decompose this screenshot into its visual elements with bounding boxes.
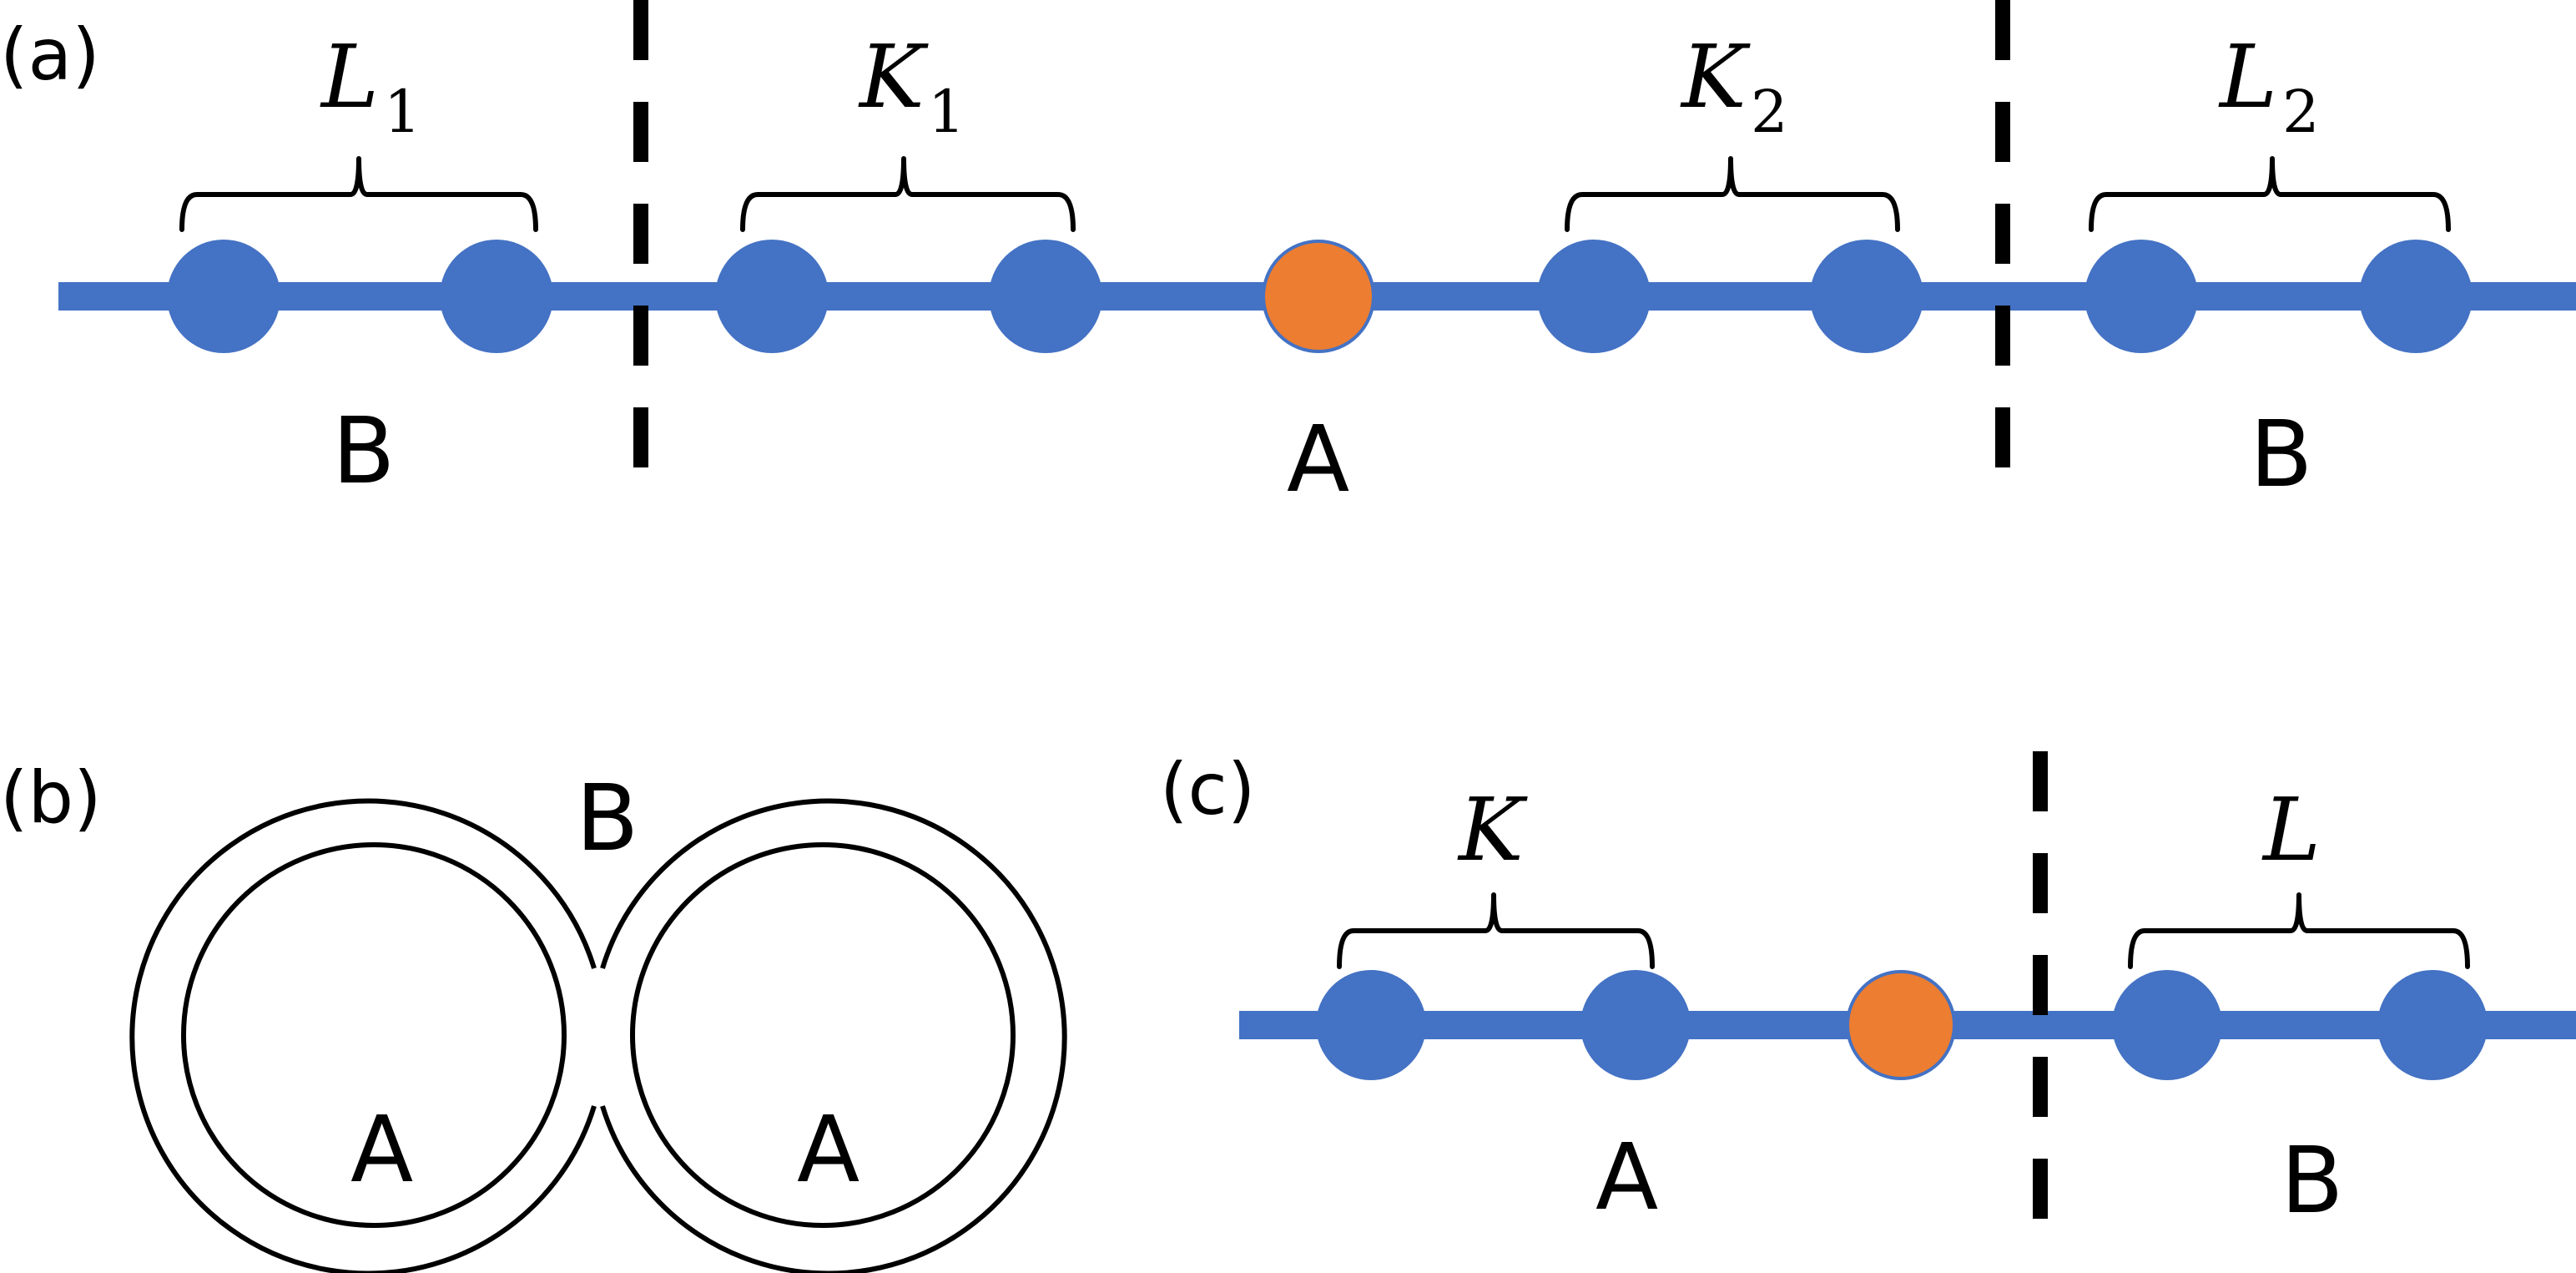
panel-a-site-2 [440, 240, 553, 353]
panel-c-brace-l [2128, 892, 2470, 969]
panel-a: (a) L 1 K 1 K 2 L 2 B A B [0, 0, 2576, 513]
panel-c-brace-k-symbol: K [1457, 779, 1528, 881]
panel-a-brace-l2 [2089, 156, 2451, 232]
panel-c-site-1 [1316, 970, 1426, 1080]
panel-b: (b) B A A [0, 756, 1067, 1273]
panel-a-site-7 [2084, 240, 2198, 353]
panel-a-brace-l1-symbol: L [320, 26, 379, 128]
panel-b-label: (b) [0, 756, 102, 840]
panel-a-brace-k1-symbol: K [858, 26, 929, 128]
panel-a-brace-l2-subscript: 2 [2282, 78, 2320, 146]
panel-c-region-right: B [2281, 1127, 2343, 1234]
panel-c-site-2 [1580, 970, 1691, 1080]
panel-c-brace-l-symbol: L [2261, 779, 2321, 881]
panel-c-site-4 [2377, 970, 2488, 1080]
panel-a-impurity-site [1262, 240, 1375, 353]
panel-c-impurity-site [1846, 970, 1956, 1080]
panel-a-region-right: B [2250, 401, 2312, 508]
panel-c-region-left: A [1596, 1124, 1658, 1230]
panel-c-label: (c) [1160, 748, 1255, 831]
panel-b-inner-right-circle [630, 842, 1016, 1228]
panel-a-brace-l1-subscript: 1 [384, 78, 421, 146]
panel-a-site-8 [2359, 240, 2473, 353]
panel-a-region-left: B [332, 397, 395, 504]
panel-a-brace-l1 [179, 156, 538, 232]
panel-a-brace-k2 [1565, 156, 1900, 232]
panel-a-region-center: A [1287, 406, 1349, 513]
panel-a-brace-k2-symbol: K [1680, 26, 1751, 128]
panel-a-site-5 [1537, 240, 1651, 353]
panel-a-brace-k1-subscript: 1 [928, 78, 965, 146]
panel-b-outer-left-loop [129, 798, 597, 1273]
panel-b-inner-left-circle [181, 842, 567, 1228]
panel-b-region-outer: B [576, 765, 638, 871]
panel-a-brace-l2-symbol: L [2218, 26, 2277, 128]
panel-b-outer-right-loop [600, 798, 1067, 1273]
panel-a-site-6 [1810, 240, 1923, 353]
panel-a-site-4 [989, 240, 1102, 353]
panel-b-region-left: A [350, 1096, 413, 1203]
panel-c-brace-k [1337, 892, 1655, 969]
panel-a-site-1 [167, 240, 280, 353]
panel-c: (c) K L A B [1160, 748, 2576, 1244]
panel-b-region-right: A [797, 1096, 860, 1203]
panel-a-brace-k2-subscript: 2 [1751, 78, 1788, 146]
panel-c-site-3 [2112, 970, 2222, 1080]
panel-a-brace-k1 [740, 156, 1076, 232]
panel-a-label: (a) [0, 13, 100, 97]
panel-a-site-3 [715, 240, 829, 353]
